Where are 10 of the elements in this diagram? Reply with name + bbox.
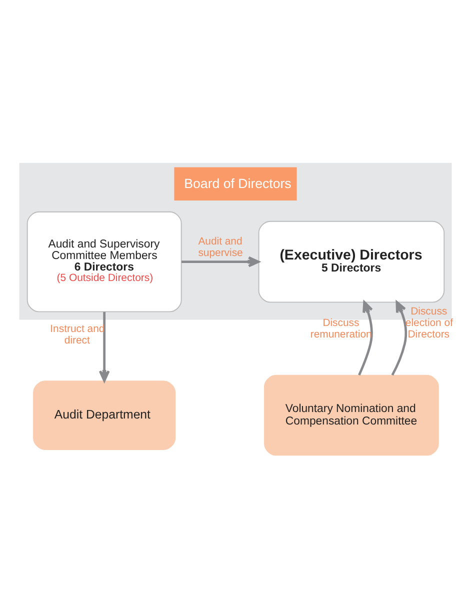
node-box: Audit Department <box>33 380 176 450</box>
edge-label: Audit and supervise <box>198 236 243 258</box>
arrow <box>98 311 110 382</box>
node-box: Voluntary Nomination and Compensation Committee <box>264 374 439 456</box>
arrow <box>182 256 260 267</box>
edge-label: Discuss election of Directors <box>405 306 453 340</box>
node-box: (Executive) Directors 5 Directors <box>258 220 445 302</box>
node-box: Audit and Supervisory Committee Members 6 Directors (5 Outside Directors) <box>26 210 182 312</box>
arrow <box>358 300 373 376</box>
arrow <box>391 300 408 376</box>
